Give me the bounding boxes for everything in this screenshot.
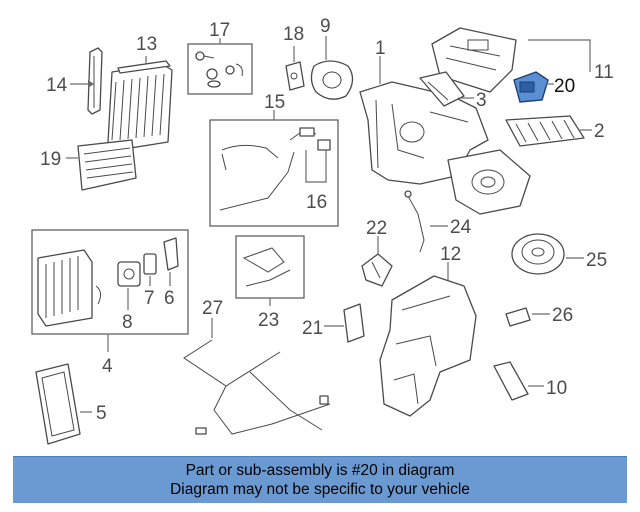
callout-8[interactable]: 8 — [122, 312, 133, 333]
part-7-sensor[interactable] — [143, 253, 157, 275]
callout-4[interactable]: 4 — [102, 356, 113, 377]
banner-line-2: Diagram may not be specific to your vehi… — [170, 481, 470, 498]
part-13-evaporator[interactable] — [107, 60, 173, 151]
callout-13[interactable]: 13 — [136, 34, 157, 55]
part-22-module[interactable] — [361, 253, 393, 287]
callout-11[interactable]: 11 — [594, 62, 614, 83]
part-3-actuator[interactable] — [419, 71, 465, 107]
callout-16[interactable]: 16 — [306, 192, 327, 213]
callout-12[interactable]: 12 — [440, 244, 461, 265]
part-12-lower-housing[interactable] — [379, 275, 477, 417]
part-6-sensor[interactable] — [163, 237, 179, 271]
part-17-hardware-kit[interactable] — [195, 51, 243, 88]
callout-19[interactable]: 19 — [40, 149, 61, 170]
part-23-bracket-assembly[interactable] — [242, 247, 291, 287]
callout-7[interactable]: 7 — [144, 288, 155, 309]
callout-22[interactable]: 22 — [366, 218, 387, 239]
part-27-wiring-harness[interactable] — [183, 339, 331, 435]
info-banner: Part or sub-assembly is #20 in diagram D… — [13, 456, 627, 503]
group-box-23 — [235, 235, 305, 299]
callout-21[interactable]: 21 — [302, 318, 323, 339]
callout-24[interactable]: 24 — [450, 217, 472, 238]
part-9-gasket[interactable] — [310, 60, 354, 100]
part-15-hoses[interactable] — [219, 129, 317, 211]
part-11-upper-housing[interactable] — [431, 27, 517, 93]
part-5-filter-frame[interactable] — [35, 363, 81, 445]
callout-2[interactable]: 2 — [594, 121, 605, 142]
part-26-resistor[interactable] — [505, 307, 531, 327]
part-20-highlighted[interactable] — [513, 71, 549, 103]
callout-15[interactable]: 15 — [264, 92, 285, 113]
callout-20[interactable]: 20 — [554, 76, 575, 97]
group-box-4 — [31, 229, 189, 335]
exploded-parts-diagram: 13 14 19 17 18 9 — [31, 16, 614, 445]
blower-housing — [447, 149, 531, 215]
callout-25[interactable]: 25 — [586, 250, 607, 271]
callout-26[interactable]: 26 — [552, 305, 573, 326]
part-14-bracket[interactable] — [87, 47, 103, 115]
part-18-sensor[interactable] — [285, 61, 305, 91]
part-21-cover[interactable] — [343, 303, 365, 343]
part-2-cabin-filter[interactable] — [505, 115, 585, 147]
part-24-hose[interactable] — [404, 190, 425, 253]
callout-10[interactable]: 10 — [546, 378, 567, 399]
callout-14[interactable]: 14 — [46, 75, 68, 96]
banner-line-1: Part or sub-assembly is #20 in diagram — [185, 462, 455, 479]
callout-17[interactable]: 17 — [209, 20, 230, 41]
callout-5[interactable]: 5 — [96, 403, 107, 424]
part-10-actuator[interactable] — [493, 361, 529, 401]
callout-18[interactable]: 18 — [283, 24, 304, 45]
part-8-expansion-valve[interactable] — [117, 261, 141, 287]
part-25-blower-motor[interactable] — [511, 233, 565, 275]
callout-9[interactable]: 9 — [320, 16, 331, 37]
part-19-heater-core[interactable] — [77, 139, 137, 191]
callout-1[interactable]: 1 — [375, 38, 386, 59]
callout-27[interactable]: 27 — [202, 298, 223, 319]
callout-6[interactable]: 6 — [164, 288, 175, 309]
callout-3[interactable]: 3 — [476, 90, 487, 111]
part-16-fittings[interactable] — [299, 127, 331, 151]
part-4-evaporator-assembly[interactable] — [37, 249, 102, 327]
callout-23[interactable]: 23 — [258, 310, 279, 331]
